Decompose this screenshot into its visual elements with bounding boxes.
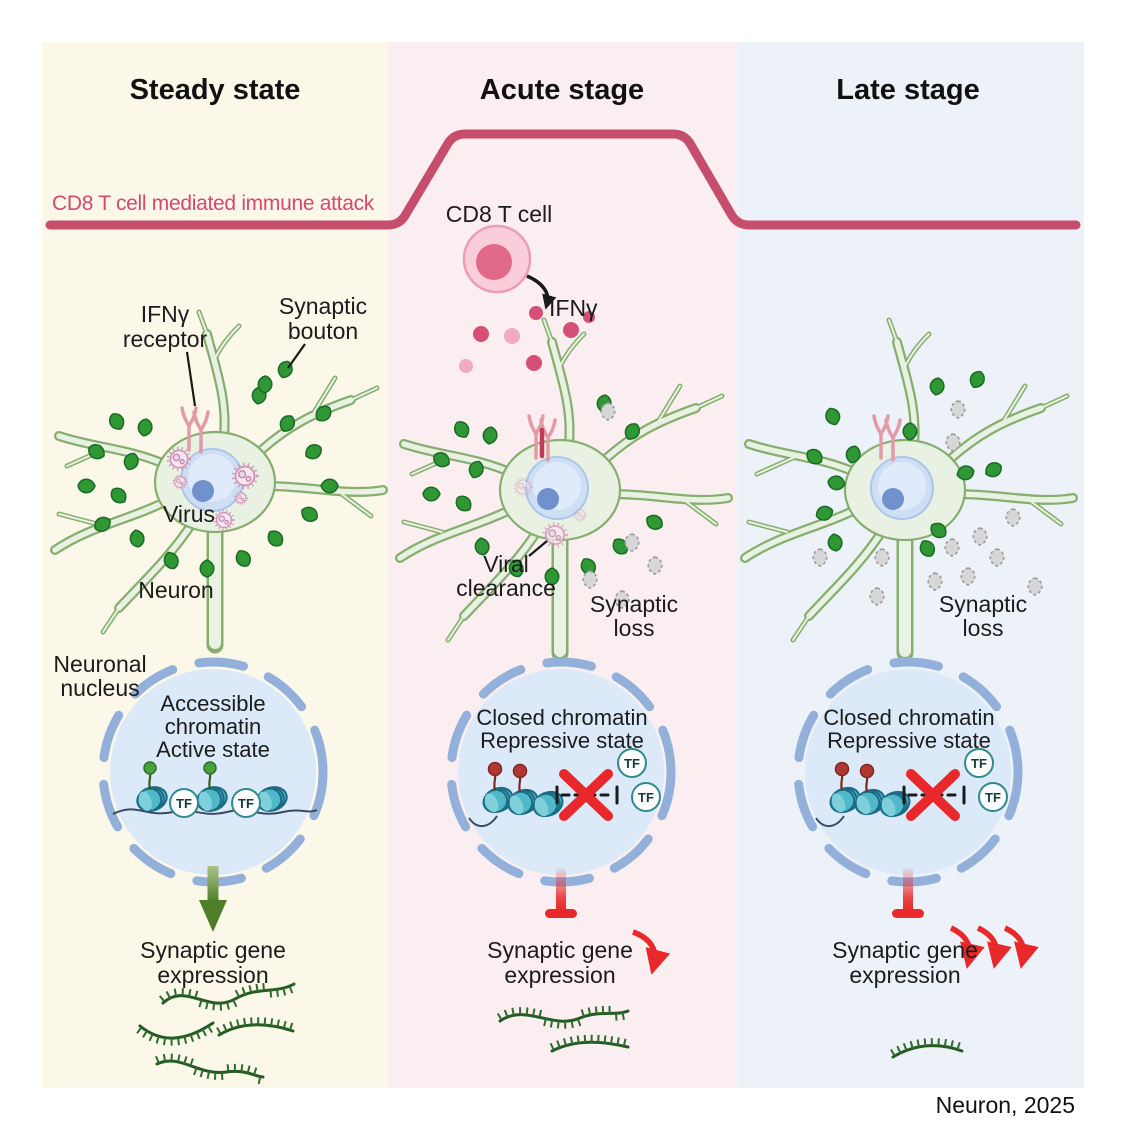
steady-chromatin-label-l3: Active state (156, 737, 270, 762)
steady-chromatin-label-l1: Accessible (160, 691, 266, 716)
viral-clearance-label-l1: Viral (483, 551, 529, 577)
acute-chromatin-label-l1: Closed chromatin (476, 705, 648, 730)
neuronal-nucleus-label-l1: Neuronal (53, 651, 147, 677)
ifng-receptor-label-l1: IFNγ (140, 301, 190, 327)
acute-synaptic-loss-label-l2: loss (613, 615, 655, 641)
acute-chromatin-label-l2: Repressive state (480, 728, 644, 753)
virus-label: Virus (163, 501, 215, 527)
panel-acute-stage (388, 42, 738, 1088)
ifng-receptor-label-l2: receptor (122, 326, 208, 352)
acute-synaptic-loss-label-l1: Synaptic (589, 591, 679, 617)
tf-icon: TF (978, 782, 1008, 812)
steady-state-title: Steady state (129, 74, 301, 106)
cd8-t-cell-label: CD8 T cell (445, 201, 553, 227)
neuron-label: Neuron (138, 577, 214, 603)
acute-stage-title: Acute stage (479, 74, 645, 106)
ifng-label: IFNγ (549, 295, 598, 321)
tf-icon: TF (617, 748, 647, 778)
journal-credit: Neuron, 2025 (935, 1092, 1075, 1118)
synaptic-bouton-label-l2: bouton (287, 318, 359, 344)
late-chromatin-label-l1: Closed chromatin (823, 705, 995, 730)
viral-clearance-label-l2: clearance (456, 575, 556, 601)
panel-late-stage (738, 42, 1084, 1088)
tf-icon: TF (964, 748, 994, 778)
late-gene-label-l1: Synaptic gene (832, 937, 978, 963)
steady-gene-label-l2: expression (157, 962, 269, 988)
tf-icon: TF (231, 788, 261, 818)
tf-icon: TF (169, 788, 199, 818)
synaptic-bouton-label-l1: Synaptic (278, 293, 368, 319)
acute-gene-label-l1: Synaptic gene (487, 937, 633, 963)
steady-gene-label-l1: Synaptic gene (140, 937, 286, 963)
late-gene-label-l2: expression (849, 962, 961, 988)
neuronal-nucleus-label-l2: nucleus (60, 675, 140, 701)
late-synaptic-loss-label-l1: Synaptic (938, 591, 1028, 617)
immune-attack-label: CD8 T cell mediated immune attack (52, 192, 374, 215)
late-chromatin-label-l2: Repressive state (827, 728, 991, 753)
steady-chromatin-label-l2: chromatin (164, 714, 262, 739)
acute-gene-label-l2: expression (504, 962, 616, 988)
late-synaptic-loss-label-l2: loss (962, 615, 1004, 641)
late-stage-title: Late stage (836, 74, 980, 106)
tf-icon: TF (631, 782, 661, 812)
